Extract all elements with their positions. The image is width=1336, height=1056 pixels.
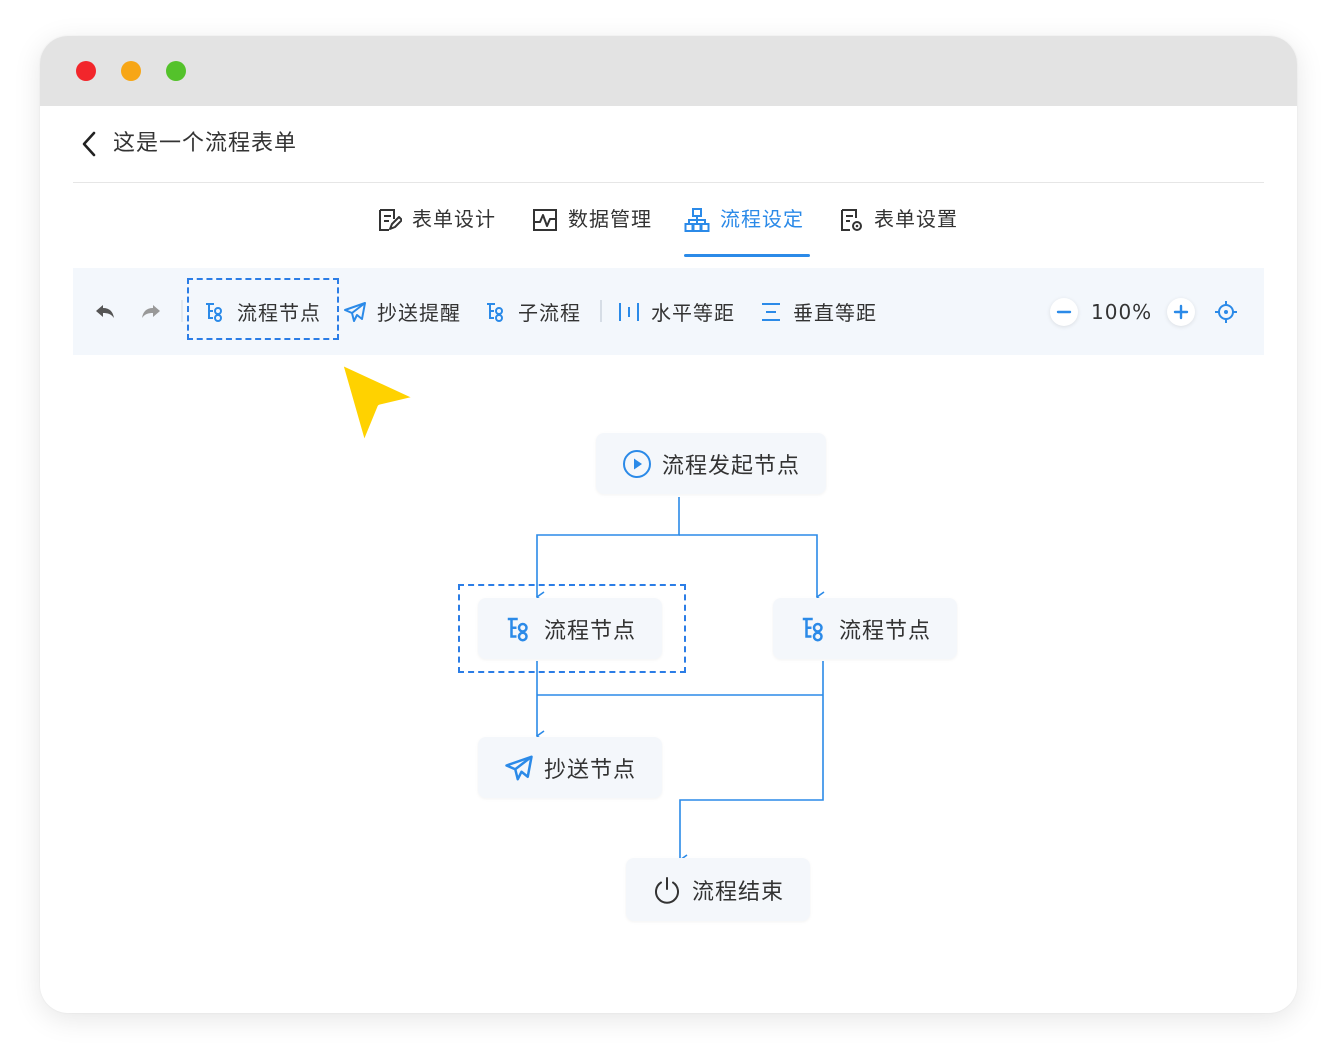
flow-toolbar: 流程节点 抄送提醒 子流程 水平等距 bbox=[73, 268, 1264, 355]
main-tabs: 表单设计 数据管理 流程设定 bbox=[40, 184, 1297, 258]
vertical-distribute-icon bbox=[762, 302, 780, 321]
flow-node-approval-left[interactable]: 流程节点 bbox=[478, 598, 662, 659]
toolbar-horizontal-distribute-button[interactable]: 水平等距 bbox=[617, 268, 735, 355]
page-title: 这是一个流程表单 bbox=[113, 131, 298, 156]
locate-center-button[interactable] bbox=[1214, 268, 1248, 355]
toolbar-divider bbox=[600, 300, 602, 322]
toolbar-cc-reminder-label: 抄送提醒 bbox=[377, 301, 461, 325]
toolbar-vertical-distribute-label: 垂直等距 bbox=[793, 301, 877, 325]
zoom-level: 100% bbox=[1091, 300, 1153, 324]
tab-form-design-label: 表单设计 bbox=[412, 207, 496, 231]
minus-icon bbox=[1056, 310, 1072, 314]
flow-connectors bbox=[73, 497, 1264, 995]
flow-node-icon bbox=[507, 617, 528, 641]
flow-node-icon bbox=[206, 302, 222, 322]
flow-node-cc-label: 抄送节点 bbox=[543, 757, 636, 783]
connector-start-left bbox=[537, 497, 680, 597]
tab-form-settings[interactable]: 表单设置 bbox=[838, 204, 958, 244]
toolbar-subflow-button[interactable]: 子流程 bbox=[484, 268, 581, 355]
tab-flow-settings[interactable]: 流程设定 bbox=[684, 204, 804, 244]
flow-node-start[interactable]: 流程发起节点 bbox=[596, 433, 826, 494]
flow-node-icon bbox=[802, 617, 823, 641]
flow-node-approval-left-label: 流程节点 bbox=[543, 618, 636, 644]
flow-node-end-label: 流程结束 bbox=[691, 879, 784, 905]
redo-icon bbox=[142, 304, 160, 318]
title-bar bbox=[40, 36, 1297, 106]
toolbar-vertical-distribute-button[interactable]: 垂直等距 bbox=[759, 268, 877, 355]
flow-node-icon bbox=[487, 302, 503, 322]
undo-button[interactable] bbox=[93, 268, 127, 355]
active-tab-indicator bbox=[684, 254, 810, 257]
tab-data-management-label: 数据管理 bbox=[568, 207, 652, 231]
page-header: 这是一个流程表单 bbox=[73, 106, 1264, 183]
flow-node-end[interactable]: 流程结束 bbox=[626, 858, 810, 921]
form-edit-icon bbox=[379, 209, 402, 231]
connector-start-right bbox=[679, 534, 817, 597]
send-icon bbox=[344, 301, 366, 322]
tab-form-settings-label: 表单设置 bbox=[874, 207, 958, 231]
tab-form-design[interactable]: 表单设计 bbox=[376, 204, 496, 244]
undo-icon bbox=[96, 304, 114, 318]
app-window: 这是一个流程表单 表单设计 数据管理 bbox=[40, 36, 1297, 1013]
chevron-left-icon[interactable] bbox=[77, 130, 101, 158]
minimize-window-button[interactable] bbox=[121, 61, 141, 81]
zoom-out-button[interactable] bbox=[1050, 298, 1078, 326]
toolbar-flow-node-button[interactable]: 流程节点 bbox=[203, 268, 321, 355]
play-circle-icon bbox=[622, 449, 651, 478]
plus-icon bbox=[1173, 304, 1189, 320]
toolbar-flow-node-label: 流程节点 bbox=[237, 301, 321, 325]
zoom-in-button[interactable] bbox=[1167, 298, 1195, 326]
tab-data-management[interactable]: 数据管理 bbox=[532, 204, 652, 244]
toolbar-cc-reminder-button[interactable]: 抄送提醒 bbox=[343, 268, 461, 355]
tab-flow-settings-label: 流程设定 bbox=[720, 207, 804, 231]
flow-node-cc[interactable]: 抄送节点 bbox=[478, 737, 662, 798]
org-chart-icon bbox=[684, 208, 710, 232]
toolbar-horizontal-distribute-label: 水平等距 bbox=[651, 301, 735, 325]
flow-node-start-label: 流程发起节点 bbox=[661, 453, 800, 479]
redo-button[interactable] bbox=[139, 268, 173, 355]
crosshair-icon bbox=[1215, 300, 1237, 323]
maximize-window-button[interactable] bbox=[166, 61, 186, 81]
flow-node-approval-right-label: 流程节点 bbox=[838, 618, 931, 644]
close-window-button[interactable] bbox=[76, 61, 96, 81]
toolbar-divider bbox=[181, 300, 183, 322]
power-icon bbox=[654, 876, 679, 904]
flow-node-approval-right[interactable]: 流程节点 bbox=[773, 598, 957, 659]
connector-right-end bbox=[680, 661, 824, 860]
send-icon bbox=[505, 755, 533, 780]
horizontal-distribute-icon bbox=[619, 302, 639, 321]
flow-canvas: 流程发起节点 流程节点 流程节点 抄送节点 bbox=[73, 355, 1264, 995]
form-settings-icon bbox=[841, 209, 862, 231]
data-chart-icon bbox=[533, 209, 557, 231]
toolbar-subflow-label: 子流程 bbox=[518, 301, 581, 325]
